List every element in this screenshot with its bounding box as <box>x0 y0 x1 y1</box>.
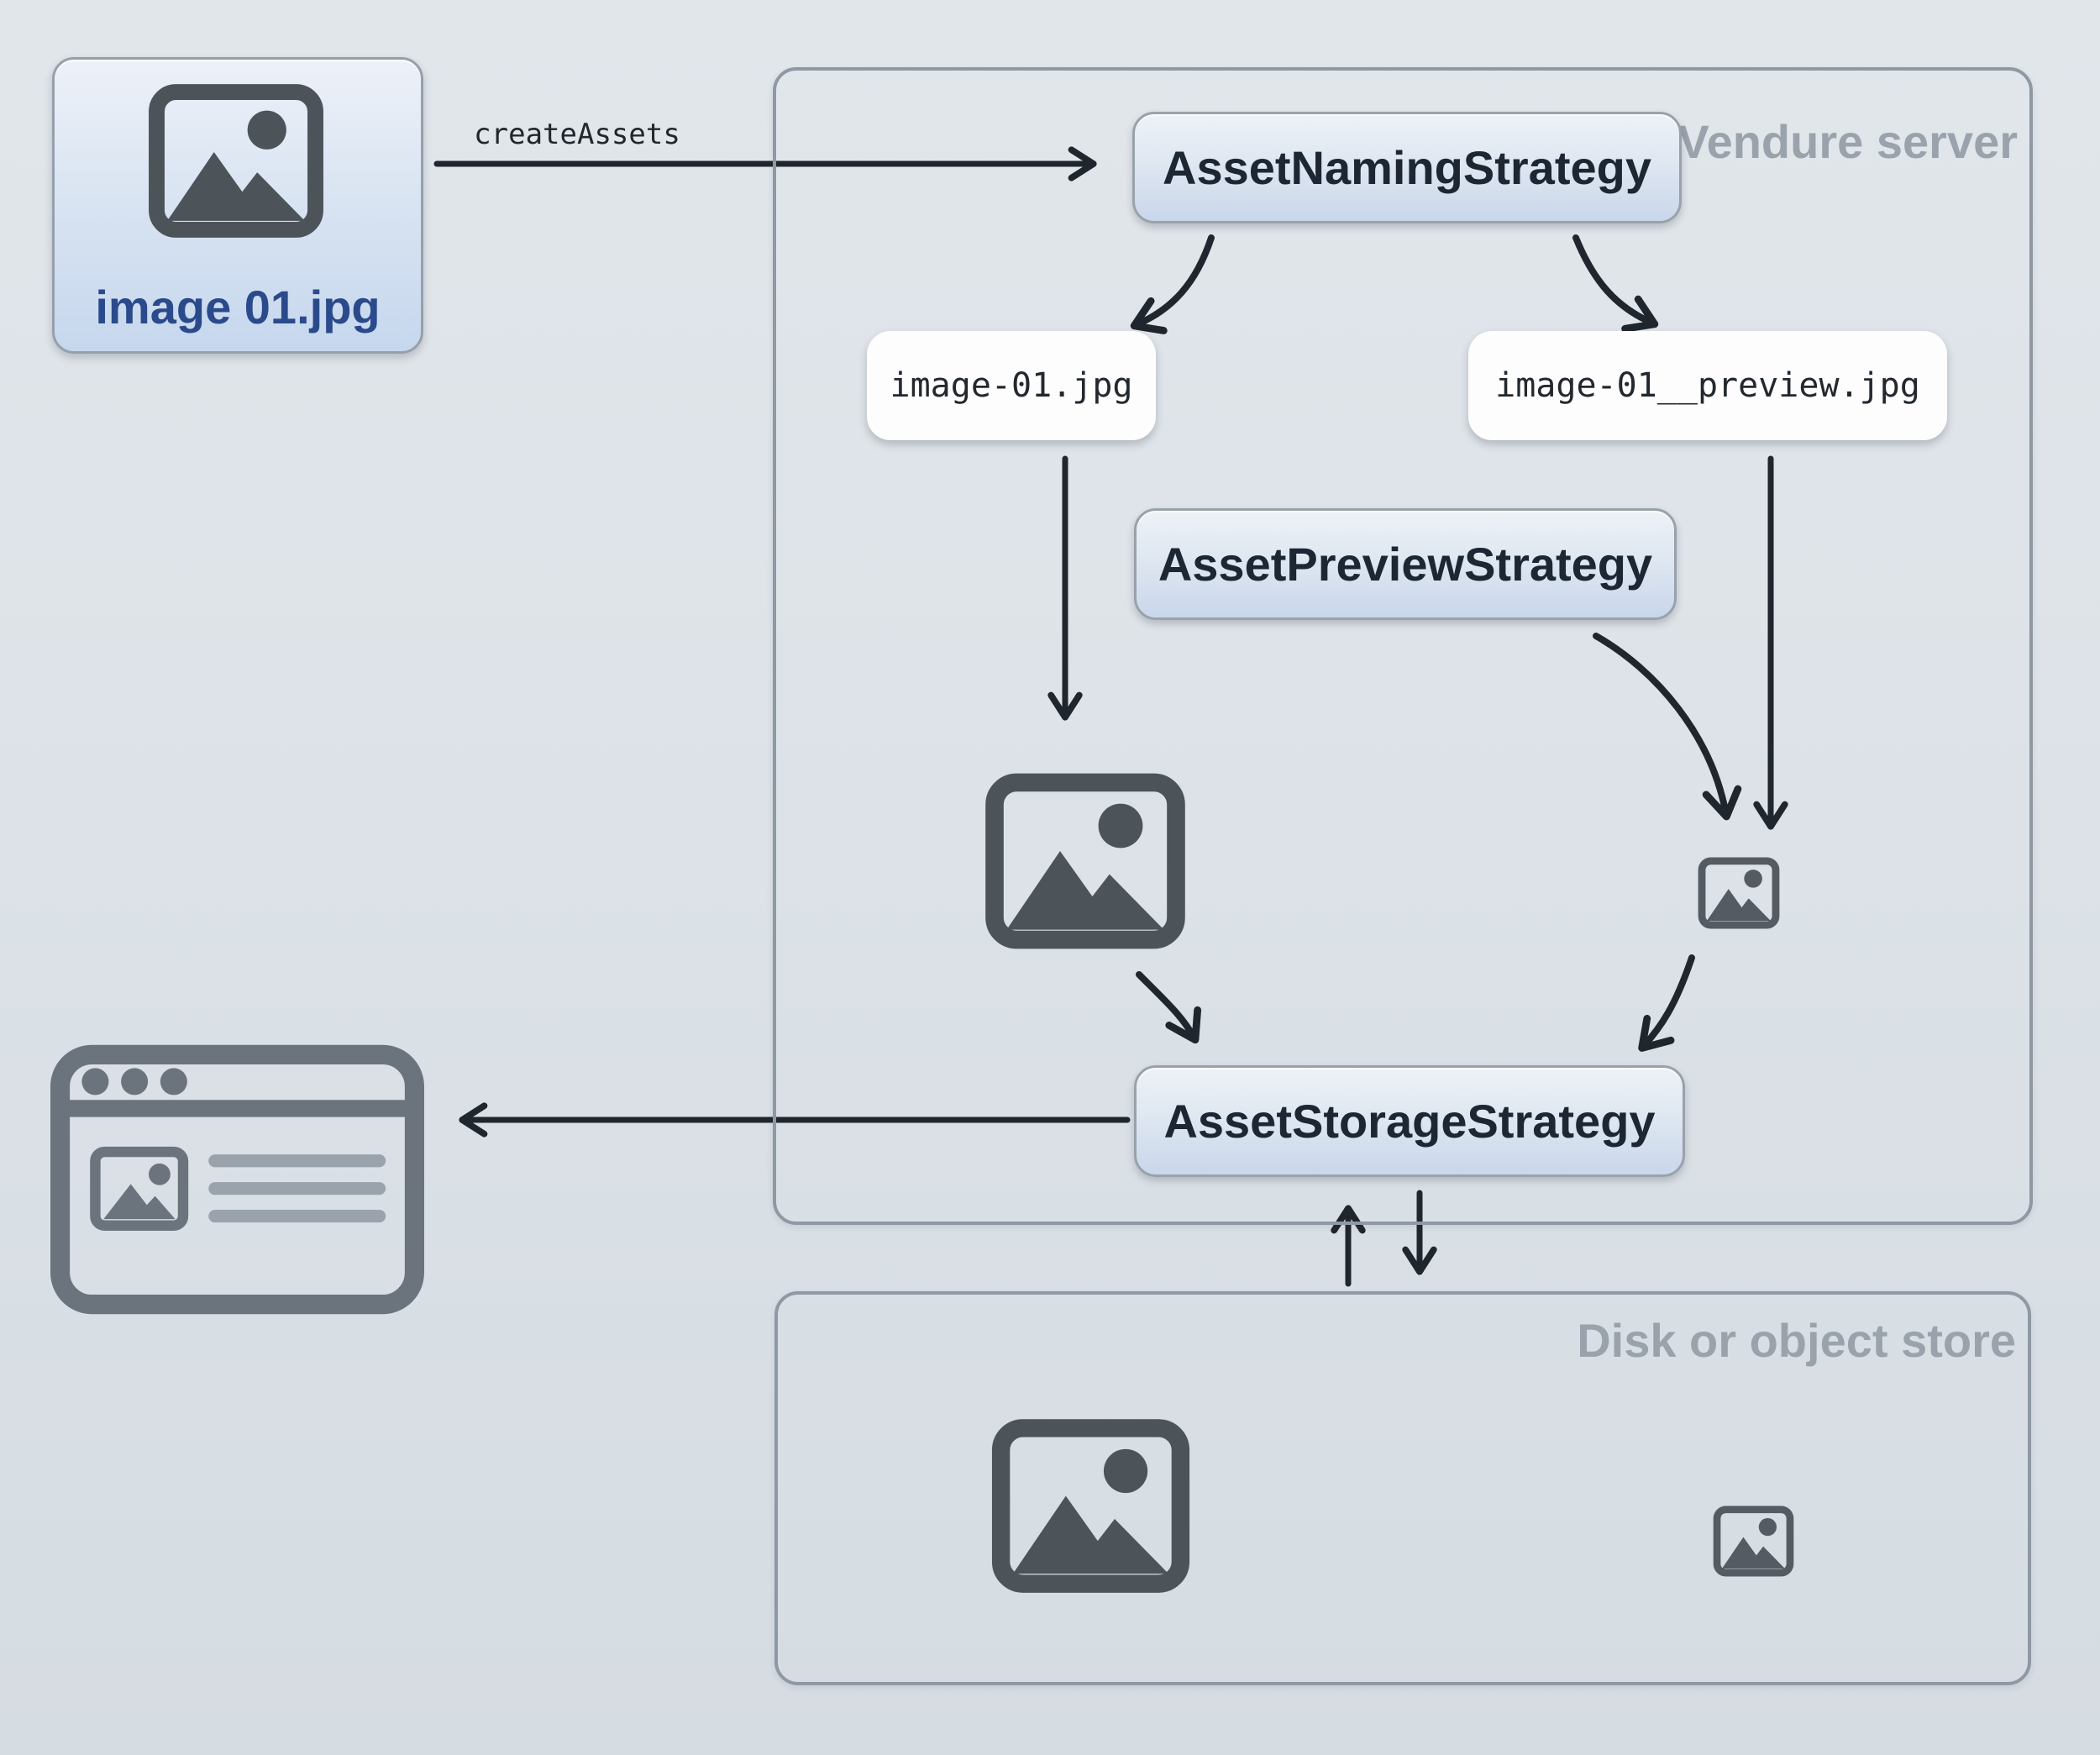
uploaded-file-card: image 01.jpg <box>52 57 423 354</box>
uploaded-file-label: image 01.jpg <box>95 281 381 334</box>
disk-preview-image-icon <box>1709 1505 1798 1577</box>
storefront-browser-icon <box>50 1044 424 1315</box>
source-filename-pill: image-01.jpg <box>867 331 1156 440</box>
vendure-server-container: Vendure server <box>773 67 2033 1225</box>
disk-store-title: Disk or object store <box>1577 1314 2016 1367</box>
asset-naming-strategy-node: AssetNamingStrategy <box>1132 112 1682 223</box>
disk-store-container: Disk or object store <box>774 1291 2031 1685</box>
preview-filename-pill: image-01__preview.jpg <box>1468 331 1947 440</box>
source-image-icon <box>984 769 1186 954</box>
vendure-server-title: Vendure server <box>1677 115 2018 168</box>
image-icon <box>148 82 324 239</box>
create-assets-label: createAssets <box>474 118 680 151</box>
disk-source-image-icon <box>988 1418 1194 1594</box>
asset-preview-strategy-node: AssetPreviewStrategy <box>1134 508 1677 620</box>
preview-image-icon <box>1696 857 1782 929</box>
asset-storage-strategy-node: AssetStorageStrategy <box>1134 1065 1685 1177</box>
